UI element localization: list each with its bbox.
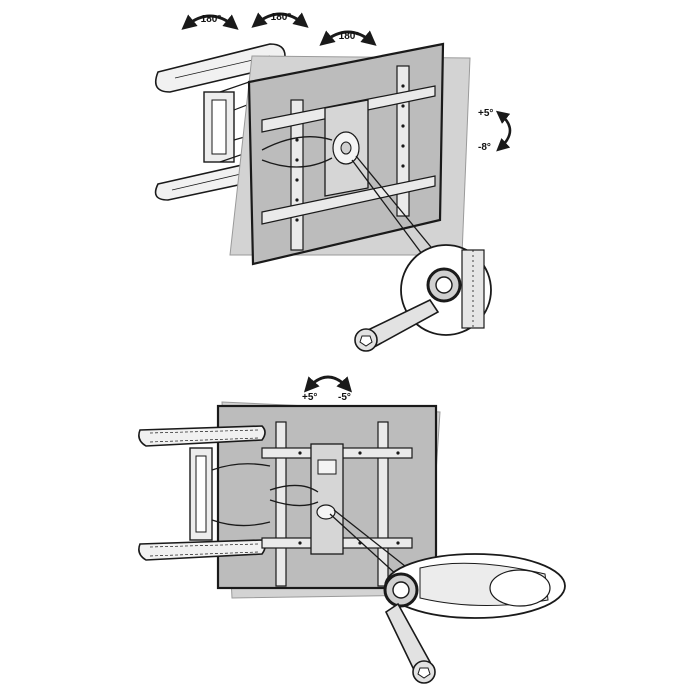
tilt-up-label: +5°: [478, 108, 493, 119]
rotation-label-3: 180°: [339, 31, 360, 42]
wrench-icon: [384, 602, 436, 684]
bottom-center-plate: [269, 443, 344, 555]
rotation-label-2: 180°: [271, 12, 292, 23]
rotate-arrow-icon: [319, 30, 377, 46]
swivel-indicator: +5° -5°: [302, 375, 353, 403]
bottom-zoom-leader: [329, 509, 411, 577]
tilt-down-label: -8°: [478, 142, 491, 153]
bottom-mount-illustration: +5° -5°: [138, 375, 566, 684]
tilt-indicator: +5° -8°: [478, 108, 512, 153]
top-center-plate: [261, 99, 369, 197]
top-zoom-leader: [351, 155, 441, 263]
swivel-arrow-icon: [303, 375, 353, 393]
rotation-indicator-3: 180°: [319, 30, 377, 46]
top-arm-joint: [203, 79, 263, 163]
bottom-arm-joint: [189, 447, 271, 541]
bottom-upper-arm: [138, 425, 266, 447]
bottom-zoom-detail: [383, 553, 566, 619]
rotate-arrow-icon: [251, 12, 309, 28]
top-mount-illustration: 180° 180° 180° +5° -8°: [154, 12, 512, 352]
wrench-icon: [354, 298, 440, 352]
swivel-left-label: +5°: [302, 392, 317, 403]
rotation-indicator-1: 180°: [181, 14, 239, 30]
tilt-arrow-icon: [495, 110, 512, 152]
rotation-indicator-2: 180°: [251, 12, 309, 28]
rotation-label-1: 180°: [201, 14, 222, 25]
swivel-right-label: -5°: [338, 392, 351, 403]
rotate-arrow-icon: [181, 14, 239, 30]
